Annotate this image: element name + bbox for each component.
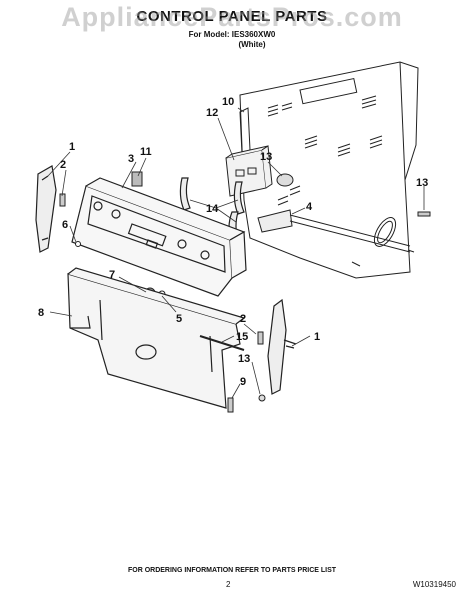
color-line: (White) <box>238 40 266 49</box>
page-number: 2 <box>226 580 231 589</box>
callout-9: 9 <box>240 376 246 388</box>
callout-13-upper: 13 <box>260 151 272 163</box>
callout-6: 6 <box>62 219 68 231</box>
callout-5: 5 <box>176 313 182 325</box>
callout-4: 4 <box>306 201 313 213</box>
callout-2-right: 2 <box>240 313 246 325</box>
callout-8: 8 <box>38 307 44 319</box>
callout-1-left: 1 <box>69 141 75 153</box>
left-side-trim <box>35 165 57 253</box>
model-line: For Model: IES360XW0 <box>188 30 276 39</box>
callout-1-right: 1 <box>314 331 320 343</box>
clip-11 <box>131 171 143 187</box>
callout-11: 11 <box>140 146 152 158</box>
rear-panel <box>239 61 419 279</box>
right-side-trim <box>267 298 297 395</box>
callout-12: 12 <box>206 107 218 119</box>
callout-13-lower: 13 <box>238 353 250 365</box>
callout-10: 10 <box>222 96 234 108</box>
callout-15: 15 <box>236 331 248 343</box>
page-title: CONTROL PANEL PARTS <box>136 8 328 25</box>
callout-3: 3 <box>128 153 134 165</box>
screw-9 <box>227 397 234 413</box>
screw-6 <box>75 241 81 247</box>
thermostat <box>257 209 411 253</box>
ordering-footer: FOR ORDERING INFORMATION REFER TO PARTS … <box>127 567 337 574</box>
leader-lines <box>47 107 425 399</box>
callout-7: 7 <box>109 269 115 281</box>
lower-panel <box>67 267 246 409</box>
callout-14: 14 <box>206 203 219 215</box>
knob-13 <box>276 173 294 187</box>
control-panel <box>71 177 247 297</box>
strip-15 <box>199 335 245 351</box>
callout-13-right: 13 <box>416 177 428 189</box>
document-id: W10319450 <box>412 580 456 589</box>
screw-13-lower <box>258 394 266 402</box>
screw-13-right <box>417 211 431 217</box>
callout-2-left: 2 <box>60 159 66 171</box>
clip-2-right <box>257 331 264 345</box>
clip-2-left <box>59 193 66 207</box>
